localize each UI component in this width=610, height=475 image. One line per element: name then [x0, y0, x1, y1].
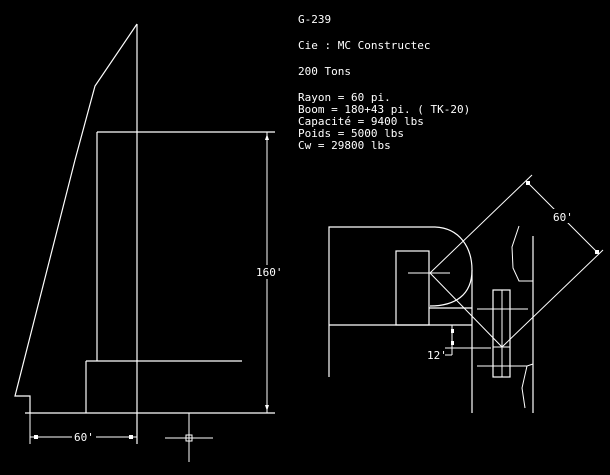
offset-dimension-label: 12' — [427, 349, 447, 362]
boom-profile — [14, 23, 138, 413]
radius-dimension-label: 60' — [74, 431, 94, 444]
lower-curve — [521, 363, 534, 409]
height-dimension-label: 160' — [256, 266, 283, 279]
title-block: G-239 Cie : MC Constructec 200 Tons Rayo… — [298, 14, 470, 152]
crane-base — [395, 250, 430, 326]
capacity-class: 200 Tons — [298, 65, 351, 78]
upper-curve — [511, 225, 533, 282]
spec-radius: Rayon = 60 pi. — [298, 91, 391, 104]
spec-counterweight: Cw = 29800 lbs — [298, 139, 391, 152]
building-outline — [328, 226, 435, 377]
drawing-id: G-239 — [298, 13, 332, 26]
crosshair-cursor-icon — [165, 413, 213, 462]
plan-radius-dimension-label: 60' — [553, 211, 573, 224]
dim-arrow-bottom — [265, 405, 269, 411]
company-name: Cie : MC Constructec — [298, 39, 431, 52]
plan-view: 60' 12' — [328, 174, 604, 413]
spec-weight: Poids = 5000 lbs — [298, 127, 404, 140]
boom-swing-line-lower — [429, 272, 503, 348]
dim-arrow-top — [265, 134, 269, 140]
spec-boom: Boom = 180+43 pi. ( TK-20) — [298, 103, 471, 116]
spec-capacity: Capacité = 9400 lbs — [298, 115, 424, 128]
boom-swing-line-upper — [429, 174, 533, 274]
elevation-view: 160' 60' — [14, 23, 283, 462]
lift-reach-line — [501, 249, 604, 348]
